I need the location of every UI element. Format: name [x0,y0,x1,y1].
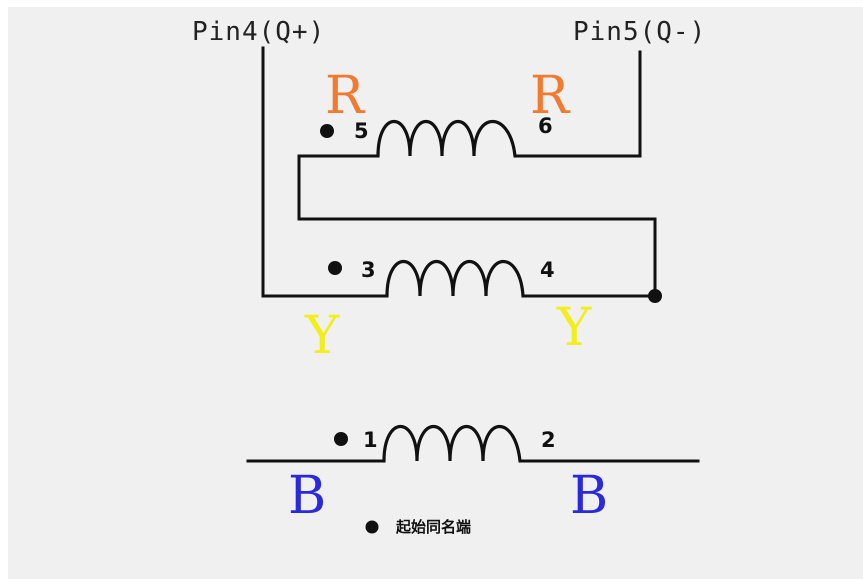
color-letter-b-right: B [570,466,608,526]
legend-text: 起始同名端 [395,518,471,536]
legend-dot [365,520,379,534]
polarity-dot-5 [320,124,334,138]
pin5-lead-wire [513,50,642,158]
terminal-1-label: 1 [363,428,378,452]
winding-5-6-coil [376,119,517,158]
terminal-6-label: 6 [538,114,553,138]
color-letter-r-left: R [325,66,366,126]
color-letter-y-right: Y [556,298,592,358]
pin4-lead-wire [261,46,389,298]
winding-3-4-coil [385,259,525,298]
terminal-5-label: 5 [354,119,369,143]
color-letter-y-left: Y [304,306,340,366]
terminal-2-label: 2 [541,428,556,452]
terminal-4-label: 4 [540,258,555,282]
color-letter-r-right: R [530,66,571,126]
winding-1-2-coil [382,424,522,463]
diagram-background [8,7,863,579]
junction-dot [648,289,662,303]
pin4-label: Pin4(Q+) [192,17,325,47]
series-link-wire [297,154,657,298]
pin5-label: Pin5(Q-) [573,17,706,47]
terminal-3-label: 3 [361,258,376,282]
polarity-dot-3 [328,261,342,275]
polarity-dot-1 [334,432,348,446]
color-letter-b-left: B [288,466,326,526]
